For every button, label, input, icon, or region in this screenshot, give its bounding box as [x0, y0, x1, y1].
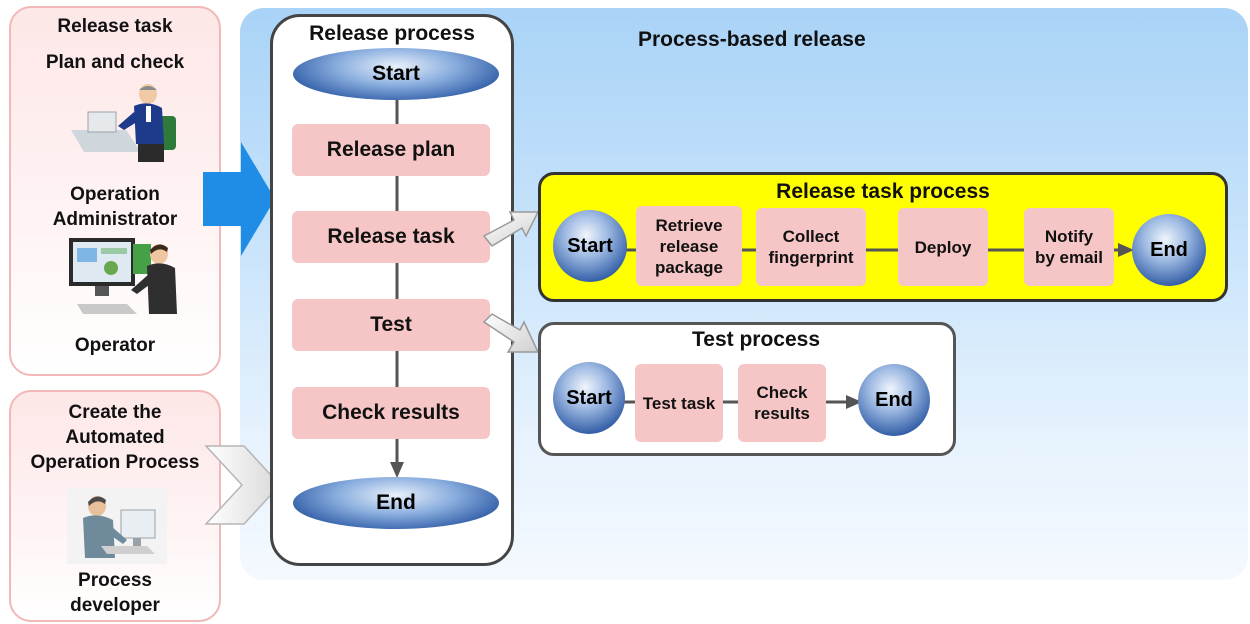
operation-administrator-label: Operation Administrator [52, 184, 178, 230]
test-step: Test [292, 299, 490, 351]
release-task-process-title: Release task process [776, 180, 990, 203]
release-task-panel: Release task Plan and check Operation Ad… [9, 6, 221, 376]
operator-icon [69, 238, 177, 314]
deploy-step: Deploy [898, 208, 988, 286]
plan-and-check-label: Plan and check [45, 52, 185, 73]
release-process-title: Release process [309, 22, 475, 45]
release-process-start: Start [293, 48, 499, 100]
release-plan-step: Release plan [292, 124, 490, 176]
operation-administrator-icon [71, 84, 176, 162]
process-developer-panel: Create the Automated Operation Process P… [9, 390, 221, 622]
test-start: Start [553, 362, 625, 434]
test-task-step: Test task [635, 364, 723, 442]
process-developer-label: Process developer [70, 570, 160, 616]
process-developer-icon [67, 488, 167, 564]
release-task-expand-arrow-icon [482, 211, 540, 247]
operator-label: Operator [74, 335, 156, 356]
release-task-title: Release task [57, 16, 173, 37]
release-task-step: Release task [292, 211, 490, 263]
test-end: End [858, 364, 930, 436]
release-task-start: Start [553, 210, 627, 282]
test-expand-arrow-icon [482, 313, 540, 353]
release-task-end: End [1132, 214, 1206, 286]
developer-chevron-icon [204, 445, 282, 525]
create-process-title: Create the Automated Operation Process [30, 402, 200, 473]
process-based-release-title: Process-based release [638, 28, 866, 51]
check-results-step: Check results [292, 387, 490, 439]
test-process-title: Test process [692, 328, 820, 351]
release-process-end: End [293, 477, 499, 529]
release-process-box [270, 14, 514, 566]
blue-arrow-icon [203, 142, 275, 256]
